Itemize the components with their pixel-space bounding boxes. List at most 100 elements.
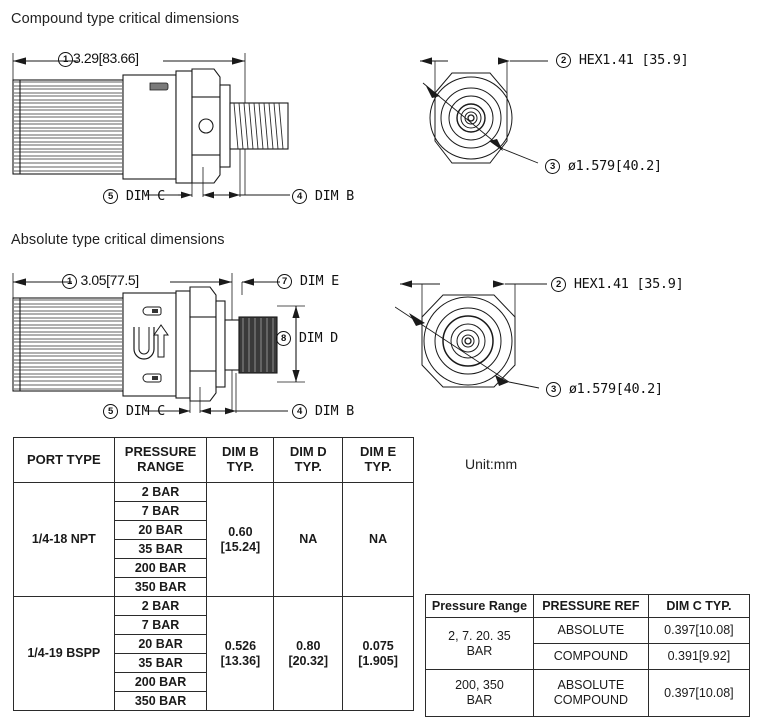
header-dim-b-line1: DIM B	[221, 444, 259, 460]
cell-pressure-1-5: 350 BAR	[113, 691, 208, 711]
absolute-end-view-drawing	[395, 280, 547, 389]
cell-pressure-0-1: 7 BAR	[113, 501, 208, 521]
compound-hex-callout: 2 HEX1.41 [35.9]	[556, 52, 689, 68]
cell-range-2: 200, 350 BAR	[425, 669, 534, 717]
compound-dim-c-callout: 5 DIM C	[103, 188, 165, 204]
table-row: 7 BAR	[14, 615, 414, 635]
cell-pressure-0-2: 20 BAR	[113, 520, 208, 540]
cell-pressure-0-0: 2 BAR	[113, 482, 208, 502]
cell-pressure-0-5: 350 BAR	[113, 577, 208, 597]
compound-end-view-drawing	[420, 57, 548, 164]
cell-dim-d-1-line2: [20.32]	[288, 653, 329, 668]
header-dim-d-line2: TYP.	[294, 459, 322, 474]
compound-dim-c-label: DIM C	[125, 188, 165, 204]
cell-pressure-1-4: 200 BAR	[113, 672, 208, 692]
cell-pressure-1-1: 7 BAR	[113, 615, 208, 635]
cell-range-2-line1: 200, 350	[455, 678, 504, 692]
absolute-dim-b-callout: 4 DIM B	[292, 403, 354, 419]
table-row: 200 BAR	[14, 672, 414, 692]
cell-dim-b-1-line1: 0.526	[224, 639, 257, 654]
compound-length-value: 3.29[83.66]	[73, 50, 139, 66]
absolute-hex-value: HEX1.41 [35.9]	[573, 276, 684, 292]
header-dim-d: DIM D TYP.	[273, 437, 344, 483]
absolute-dim-e-callout: 7 DIM E	[277, 273, 339, 289]
callout-number-8: 8	[276, 331, 291, 346]
header-dim-e-line2: TYP.	[364, 459, 392, 474]
header-port-type: PORT TYPE	[13, 437, 115, 483]
header-dim-c: DIM C TYP.	[647, 594, 751, 618]
absolute-section-heading: Absolute type critical dimensions	[11, 232, 225, 248]
cell-dim-e-1-line2: [1.905]	[358, 653, 398, 668]
table-header-row: PORT TYPE PRESSURE RANGE DIM B TYP. DIM …	[13, 437, 414, 483]
callout-number-5: 5	[103, 189, 118, 204]
cell-pressure-0-3: 35 BAR	[113, 539, 208, 559]
table-row: 200 BAR	[14, 558, 414, 578]
header-pressure-ref: PRESSURE REF	[532, 594, 649, 618]
callout-number-1: 1	[58, 52, 73, 67]
absolute-dim-c-callout: 5 DIM C	[103, 403, 165, 419]
cell-range-2-line2: BAR	[466, 693, 493, 707]
cell-ref-0: ABSOLUTE	[532, 617, 649, 644]
table-row: 2, 7. 20. 35 BAR ABSOLUTE 0.397[10.08]	[425, 617, 751, 670]
table-row: 200, 350 BAR ABSOLUTE COMPOUND 0.397[10.…	[425, 669, 751, 717]
compound-dim-b-label: DIM B	[314, 188, 354, 204]
header-pressure-range-2: Pressure Range	[425, 594, 534, 618]
absolute-dim-d-callout: 8 DIM D	[276, 330, 338, 346]
absolute-dim-b-label: DIM B	[314, 403, 354, 419]
cell-dimc-1: 0.391[9.92]	[647, 643, 751, 670]
cell-pressure-1-0: 2 BAR	[113, 596, 208, 616]
cell-dim-d-1: 0.80 [20.32]	[273, 596, 344, 711]
dimensions-table: PORT TYPE PRESSURE RANGE DIM B TYP. DIM …	[13, 437, 414, 711]
absolute-length-callout: 1 3.05[77.5]	[62, 272, 139, 289]
header-pressure-range-line2: RANGE	[137, 459, 185, 474]
header-dim-b: DIM B TYP.	[206, 437, 275, 483]
cell-ref-2-line2: COMPOUND	[553, 693, 628, 707]
compound-dim-b-callout: 4 DIM B	[292, 188, 354, 204]
header-dim-b-line2: TYP.	[226, 459, 255, 474]
cell-pressure-0-4: 200 BAR	[113, 558, 208, 578]
cell-dim-d-0: NA	[273, 482, 344, 597]
cell-dim-b-0-line2: [15.24]	[220, 539, 261, 554]
absolute-side-view-drawing	[12, 273, 305, 415]
header-pressure-range: PRESSURE RANGE	[113, 437, 208, 483]
cell-port-type-1: 1/4-19 BSPP	[13, 596, 115, 711]
cell-range-0-line1: 2, 7. 20. 35	[448, 628, 511, 643]
callout-number-3: 3	[545, 159, 560, 174]
absolute-dim-e-label: DIM E	[299, 273, 339, 289]
compound-diameter-value: ø1.579[40.2]	[567, 158, 662, 174]
header-dim-d-line1: DIM D	[289, 444, 327, 460]
cell-range-0-line2: BAR	[466, 643, 493, 658]
cell-dimc-2: 0.397[10.08]	[647, 669, 751, 717]
absolute-diameter-value: ø1.579[40.2]	[568, 381, 663, 397]
absolute-dim-d-label: DIM D	[298, 330, 338, 346]
absolute-length-value: 3.05[77.5]	[80, 272, 140, 288]
cell-dim-e-0: NA	[342, 482, 414, 597]
cell-pressure-1-2: 20 BAR	[113, 634, 208, 654]
cell-dim-b-1-line2: [13.36]	[220, 653, 261, 668]
cell-dimc-0: 0.397[10.08]	[647, 617, 751, 644]
cell-dim-b-0-line1: 0.60	[228, 525, 253, 540]
table-row: 1/4-19 BSPP 2 BAR 0.526 [13.36] 0.80 [20…	[13, 596, 414, 711]
cell-dim-e-1: 0.075 [1.905]	[342, 596, 414, 711]
cell-dim-b-0: 0.60 [15.24]	[206, 482, 275, 597]
absolute-dim-c-label: DIM C	[125, 403, 165, 419]
table-row: 20 BAR	[14, 634, 414, 654]
header-dim-e-line1: DIM E	[360, 444, 397, 460]
callout-number-7: 7	[277, 274, 292, 289]
callout-number-4: 4	[292, 189, 307, 204]
absolute-hex-callout: 2 HEX1.41 [35.9]	[551, 276, 684, 292]
cell-pressure-1-3: 35 BAR	[113, 653, 208, 673]
compound-side-view-drawing	[12, 53, 290, 199]
cell-dim-e-1-line1: 0.075	[362, 639, 394, 654]
cell-dim-d-1-line1: 0.80	[296, 639, 321, 654]
cell-dim-b-1: 0.526 [13.36]	[206, 596, 275, 711]
absolute-diameter-callout: 3 ø1.579[40.2]	[546, 381, 663, 397]
cell-ref-2-line1: ABSOLUTE	[557, 678, 625, 692]
callout-number-2: 2	[556, 53, 571, 68]
callout-number-2: 2	[551, 277, 566, 292]
compound-section-heading: Compound type critical dimensions	[11, 11, 240, 27]
cell-port-type-0: 1/4-18 NPT	[13, 482, 115, 597]
unit-note: Unit:mm	[465, 456, 518, 472]
compound-diameter-callout: 3 ø1.579[40.2]	[545, 158, 662, 174]
